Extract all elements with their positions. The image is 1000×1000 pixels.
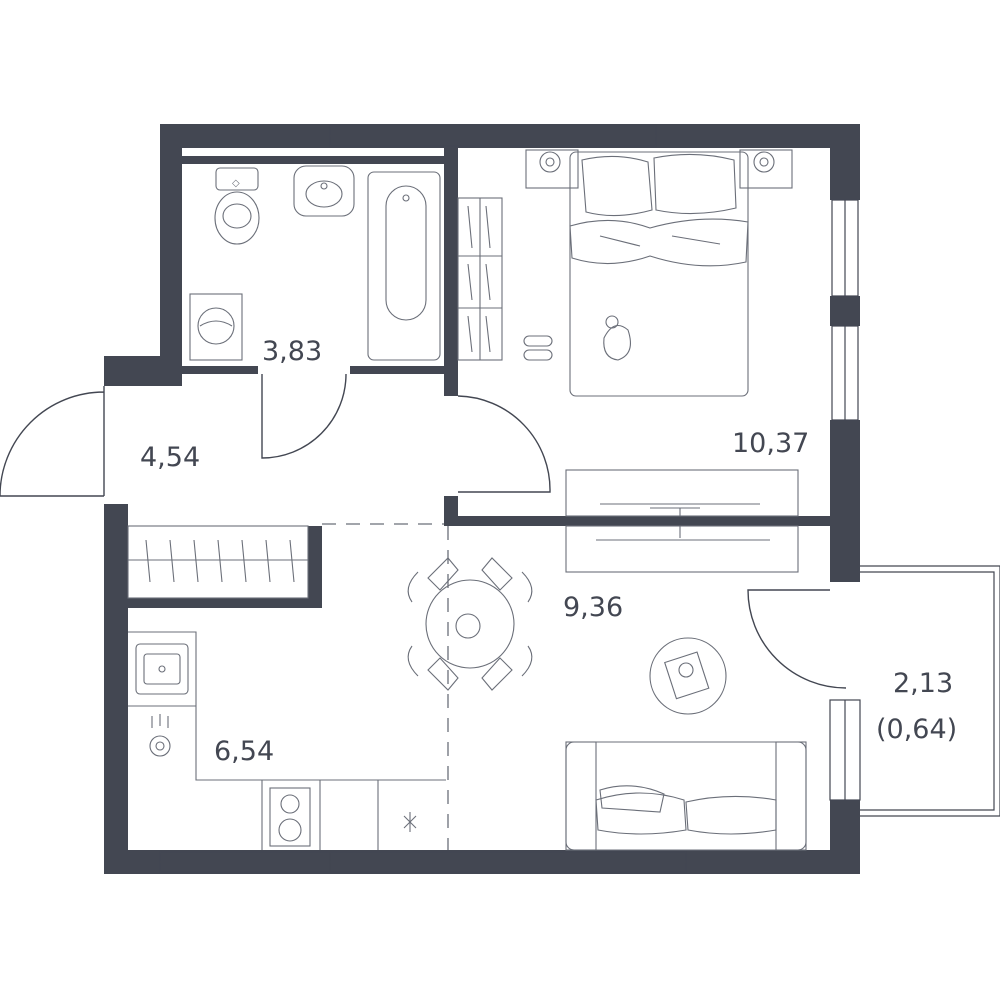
bathroom-fixtures: ◇ [189,165,441,361]
wall-right-3 [830,420,860,582]
doors [0,373,847,689]
bedroom-door [457,395,551,493]
interior-walls [128,148,830,608]
bathtub-icon [367,171,441,361]
wardrobe-bedroom [457,197,503,361]
hallway-area-label: 4,54 [140,442,200,473]
fridge-icon [403,812,417,832]
toilet-icon: ◇ [214,167,260,245]
sofa-icon [565,741,807,851]
bedroom-area-label: 10,37 [732,428,809,459]
stove-icon [269,787,311,847]
nightstand-right-icon [739,149,793,189]
slippers-icon [523,335,553,361]
bed-icon [569,151,749,397]
kitchen-furniture [127,525,446,850]
balcony-door [747,589,847,689]
wall-right-1 [830,124,860,200]
bedroom-wall-bottom [444,516,830,526]
wall-left-step [104,356,182,386]
coffee-table-icon [649,637,727,715]
dining-set-icon [407,557,533,691]
balcony-reduced-area-label: (0,64) [876,714,957,745]
bathroom-area-label: 3,83 [262,336,322,367]
tv-unit-living [565,525,799,573]
windows [159,125,861,873]
bath-wall-bottom-right [350,366,450,374]
balcony-outline [860,565,1000,817]
balcony-area-label: 2,13 [893,668,953,699]
bedroom-wall-left [444,148,458,396]
wall-right-4 [830,800,860,874]
entrance-door [0,386,105,497]
svg-text:◇: ◇ [232,178,240,189]
cat-icon [603,324,631,361]
closet-wall [308,526,322,606]
bath-wall-top [182,156,450,164]
wall-left-lower [104,504,128,874]
kitchen-sink-icon [135,643,189,695]
living-furniture [565,525,807,851]
wall-left-upper [160,124,182,368]
bath-wall-bottom-left [182,366,258,374]
bathroom-door [261,373,347,459]
zone-lines [322,523,449,850]
water-heater-icon [149,714,171,757]
balcony [860,565,1000,817]
kitchen-area-label: 6,54 [214,736,274,767]
washing-machine-icon [189,293,243,361]
tv-stand-icon [565,469,799,517]
bedroom-furniture [457,149,799,517]
hall-wardrobe [127,525,309,599]
sink-icon [293,165,355,217]
living-area-label: 9,36 [563,592,623,623]
closet-wall-bottom [128,598,322,608]
wall-right-2 [830,296,860,326]
nightstand-left-icon [525,149,579,189]
